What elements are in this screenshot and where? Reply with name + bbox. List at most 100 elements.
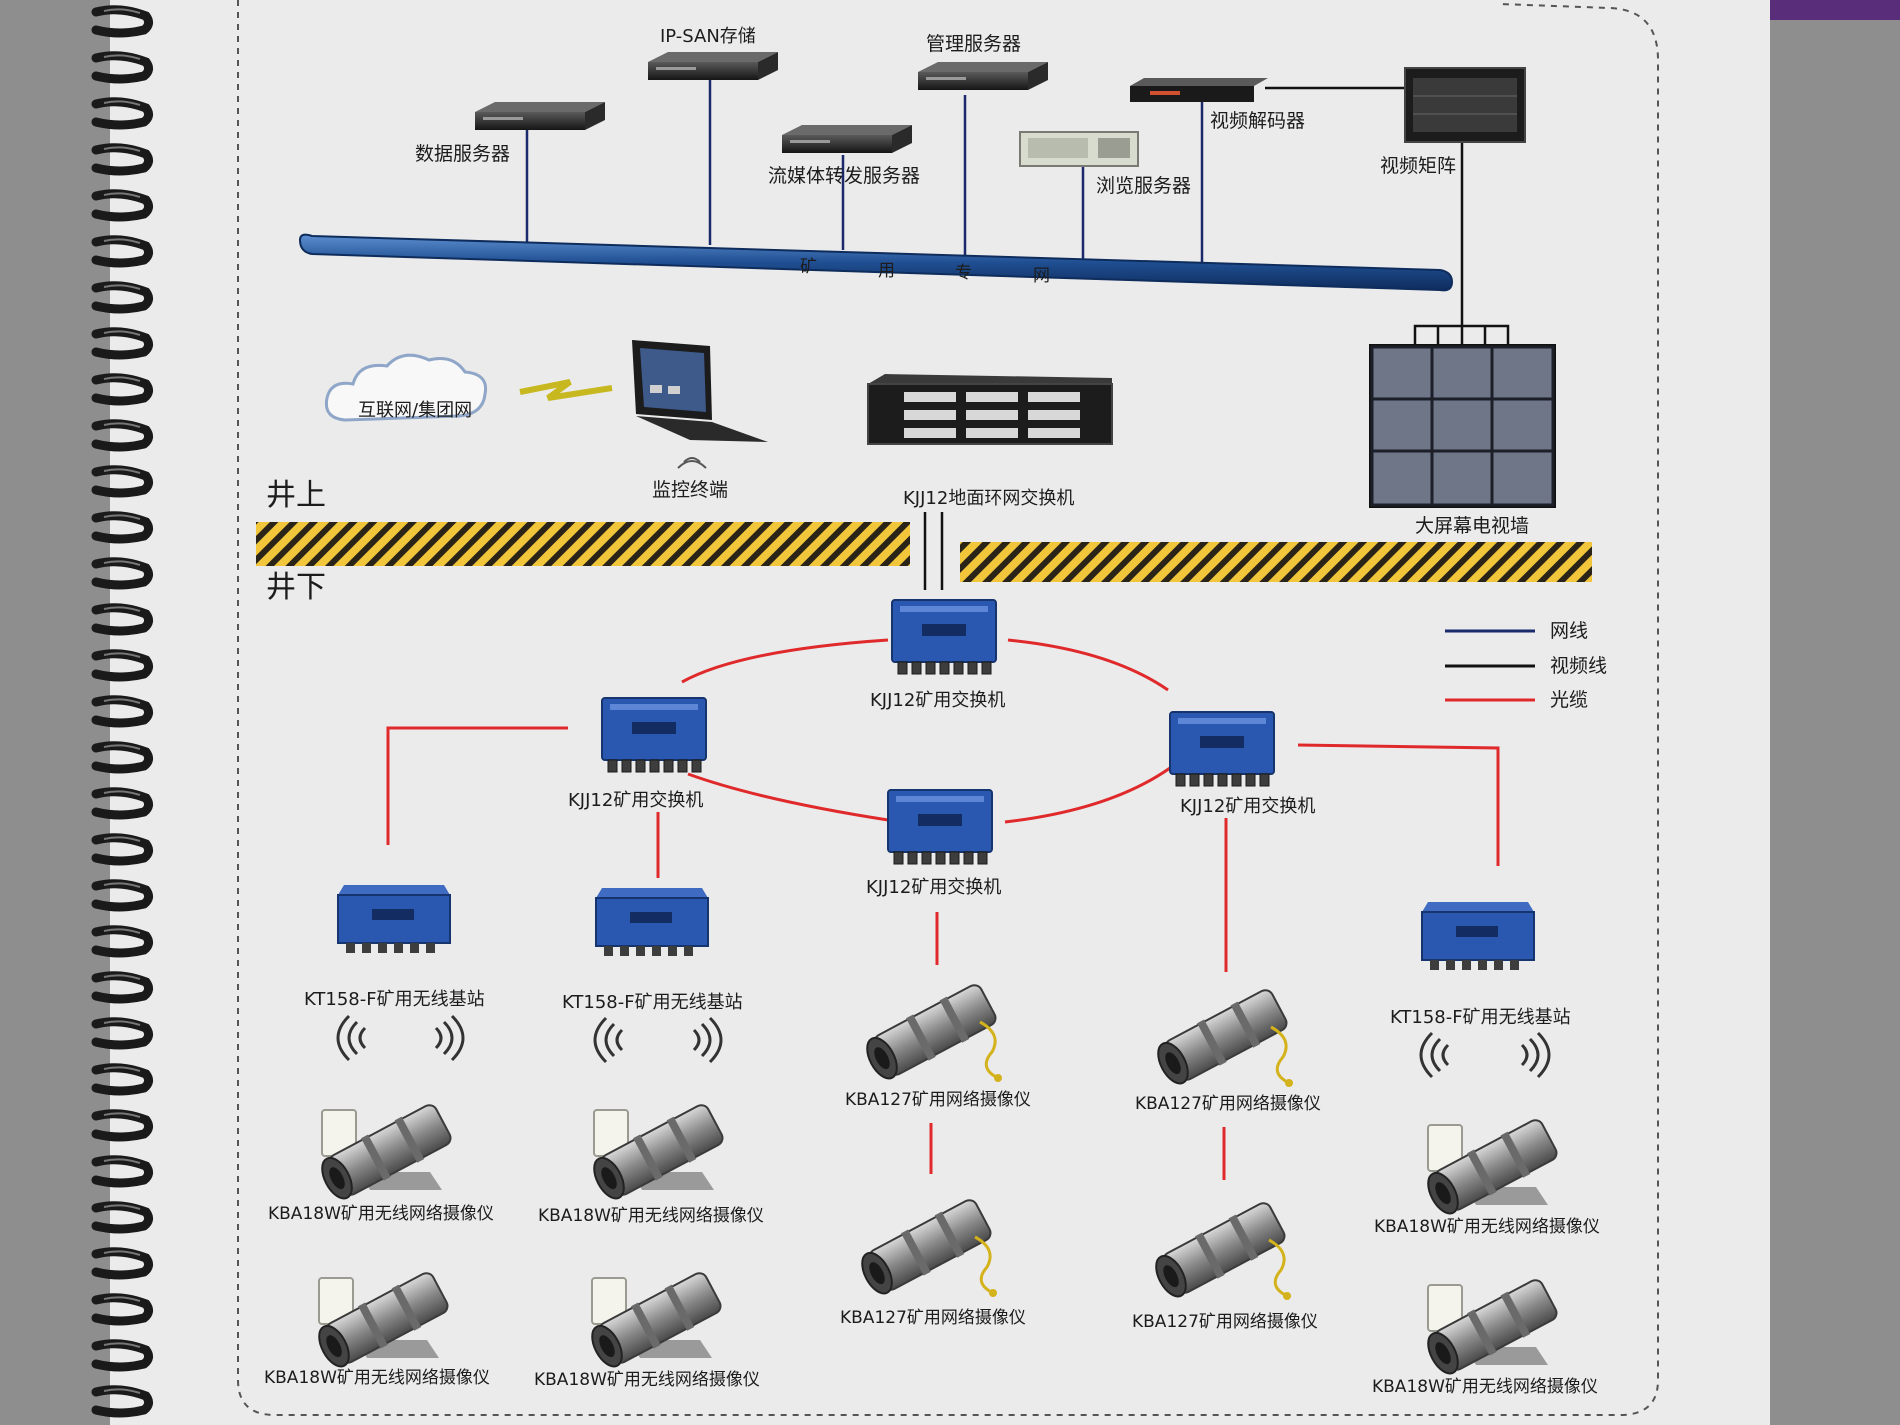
- wireless-camera-1: [315, 1101, 454, 1205]
- switch-right: [1169, 711, 1275, 787]
- network-camera-4: [1149, 1199, 1291, 1303]
- binding-ring: [91, 833, 154, 866]
- binding-ring: [91, 695, 154, 728]
- wireless-camera-4: [312, 1269, 451, 1373]
- wireless-camera-5-label: KBA18W矿用无线网络摄像仪: [534, 1370, 760, 1390]
- wireless-camera-1-label: KBA18W矿用无线网络摄像仪: [268, 1204, 494, 1224]
- binding-ring: [91, 1201, 154, 1234]
- base-station-1: [337, 884, 451, 954]
- switch-top-label: KJJ12矿用交换机: [870, 690, 1005, 711]
- cloud-icon: [324, 353, 488, 422]
- binding-ring: [91, 327, 154, 360]
- binding-ring: [91, 5, 154, 38]
- binding-ring: [91, 649, 154, 682]
- switch-left-label: KJJ12矿用交换机: [568, 790, 703, 811]
- fiber-branches: [386, 726, 1500, 1180]
- binding-ring: [91, 925, 154, 958]
- above-ground-label: 井上: [266, 478, 326, 513]
- binding-ring: [91, 971, 154, 1004]
- signal-waves-icon: [677, 457, 707, 469]
- binding-ring: [91, 419, 154, 452]
- binding-ring: [91, 557, 154, 590]
- switch-left: [601, 697, 707, 773]
- binding-ring: [91, 1109, 154, 1142]
- base-station-2: [595, 887, 709, 957]
- page-corner-accent: [1770, 0, 1900, 20]
- binding-ring: [91, 879, 154, 912]
- base-station-2-label: KT158-F矿用无线基站: [562, 992, 743, 1013]
- video-decoder: [1130, 78, 1268, 102]
- backbone-char-3: 专: [955, 263, 972, 283]
- network-camera-4-label: KBA127矿用网络摄像仪: [1132, 1312, 1318, 1332]
- network-camera-1: [860, 981, 1002, 1085]
- binding-ring: [91, 189, 154, 222]
- wireless-camera-6: [1421, 1276, 1560, 1380]
- wireless-camera-4-label: KBA18W矿用无线网络摄像仪: [264, 1368, 490, 1388]
- binding-ring: [91, 1017, 154, 1050]
- ground-switch-label: KJJ12地面环网交换机: [903, 488, 1074, 509]
- management-server: [918, 62, 1048, 90]
- base-station-3-label: KT158-F矿用无线基站: [1390, 1007, 1571, 1028]
- binding-ring: [91, 143, 154, 176]
- network-camera-2-label: KBA127矿用网络摄像仪: [1135, 1094, 1321, 1114]
- backbone-char-2: 用: [878, 261, 895, 281]
- legend-video-cable: 视频线: [1550, 655, 1607, 677]
- data-server-label: 数据服务器: [415, 143, 510, 165]
- binding-ring: [91, 1155, 154, 1188]
- binding-ring: [91, 1063, 154, 1096]
- binding-ring: [91, 281, 154, 314]
- network-camera-3-label: KBA127矿用网络摄像仪: [840, 1308, 1026, 1328]
- ground-line-left: [256, 522, 910, 566]
- binding-ring: [91, 603, 154, 636]
- binding-ring: [91, 787, 154, 820]
- wireless-camera-3-label: KBA18W矿用无线网络摄像仪: [1374, 1217, 1600, 1237]
- laptop-icon: [632, 340, 768, 442]
- matrix-label: 视频矩阵: [1380, 155, 1456, 177]
- binding-ring: [91, 1247, 154, 1280]
- binding-ring: [91, 97, 154, 130]
- backbone-char-4: 网: [1033, 266, 1050, 286]
- browse-server: [1019, 131, 1139, 167]
- base-station-1-label: KT158-F矿用无线基站: [304, 989, 485, 1010]
- binding-ring: [91, 373, 154, 406]
- wireless-camera-5: [585, 1269, 724, 1373]
- wireless-camera-2-label: KBA18W矿用无线网络摄像仪: [538, 1206, 764, 1226]
- binding-ring: [91, 741, 154, 774]
- legend-network-cable: 网线: [1550, 620, 1588, 642]
- stream-server: [782, 125, 912, 153]
- backbone-pipe: [298, 233, 1454, 292]
- stream-server-label: 流媒体转发服务器: [768, 165, 920, 187]
- binding-ring: [91, 1385, 154, 1418]
- switch-right-label: KJJ12矿用交换机: [1180, 796, 1315, 817]
- network-camera-2: [1151, 986, 1293, 1090]
- ground-line-right: [960, 542, 1592, 582]
- switch-bottom: [887, 789, 993, 865]
- underground-label: 井下: [266, 570, 326, 605]
- fiber-uplink: [923, 512, 944, 590]
- legend-fiber-cable: 光缆: [1550, 689, 1588, 711]
- wireless-camera-2: [587, 1101, 726, 1205]
- binding-ring: [91, 511, 154, 544]
- browse-server-label: 浏览服务器: [1096, 175, 1191, 197]
- ground-switch: [867, 374, 1113, 445]
- binding-ring: [91, 1339, 154, 1372]
- decoder-label: 视频解码器: [1210, 110, 1305, 132]
- ipsan-storage: [648, 52, 778, 80]
- network-camera-1-label: KBA127矿用网络摄像仪: [845, 1090, 1031, 1110]
- wall-feed-bus: [1413, 324, 1510, 345]
- fiber-ring: [681, 638, 1171, 824]
- binding-ring: [91, 235, 154, 268]
- video-matrix: [1404, 67, 1526, 143]
- ipsan-label: IP-SAN存储: [660, 26, 756, 47]
- management-server-label: 管理服务器: [926, 33, 1021, 55]
- legend: [1445, 629, 1535, 702]
- terminal-label: 监控终端: [652, 479, 728, 501]
- binding-ring: [91, 1293, 154, 1326]
- video-wall: [1369, 344, 1556, 508]
- wireless-camera-3: [1421, 1116, 1560, 1220]
- wireless-camera-6-label: KBA18W矿用无线网络摄像仪: [1372, 1377, 1598, 1397]
- server-drops: [525, 80, 1204, 265]
- video-wall-label: 大屏幕电视墙: [1415, 515, 1529, 537]
